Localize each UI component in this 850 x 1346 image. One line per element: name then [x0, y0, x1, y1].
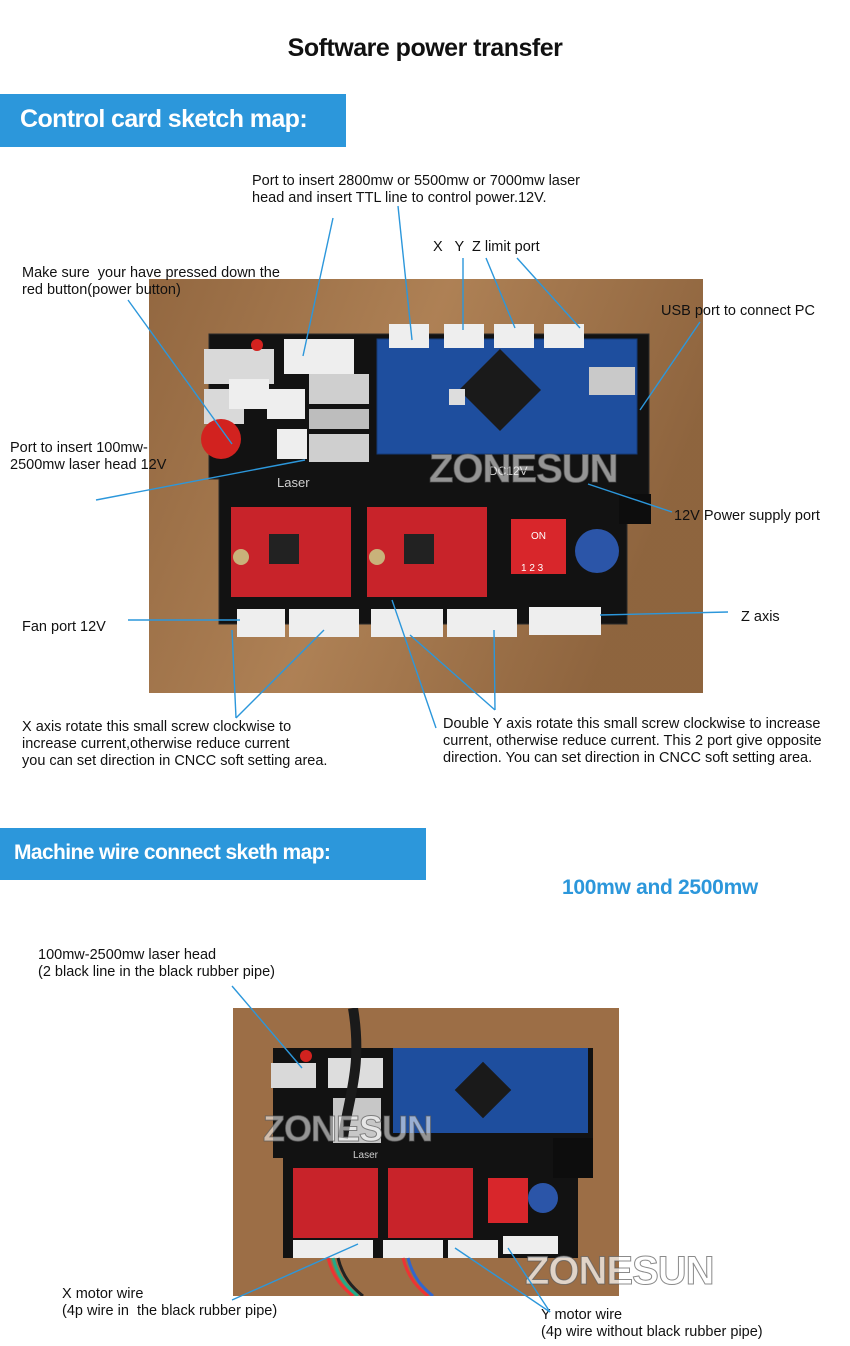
section1-banner: Control card sketch map: [0, 94, 346, 147]
watermark-2: ZONESUN [262, 1108, 433, 1150]
pcb2-laser-label: Laser [353, 1150, 379, 1161]
label-z-axis: Z axis [741, 609, 780, 625]
section2-subtitle: 100mw and 2500mw [562, 876, 758, 899]
label-limit-port: X Y Z limit port [433, 239, 540, 255]
label-laser-port-high: Port to insert 2800mw or 5500mw or 7000m… [252, 173, 581, 206]
dip-numbers-label: 1 2 3 [521, 563, 544, 574]
wiring-photo: Laser ZONESUN [233, 1008, 619, 1296]
label-laser-port-low: Port to insert 100mw- 2500mw laser head … [10, 440, 167, 473]
pcb-laser-label: Laser [277, 475, 310, 490]
label-y-axis: Double Y axis rotate this small screw cl… [443, 716, 822, 766]
label-x-axis: X axis rotate this small screw clockwise… [22, 719, 328, 769]
watermark-3: ZONESUN [525, 1249, 716, 1294]
label-y-motor: Y motor wire (4p wire without black rubb… [541, 1307, 763, 1340]
label-laser-head: 100mw-2500mw laser head (2 black line in… [38, 947, 275, 980]
control-card-photo: Laser DC12V ON 1 2 3 ZONESUN [149, 279, 703, 693]
page-title: Software power transfer [287, 34, 563, 62]
section2-banner: Machine wire connect sketh map: [0, 828, 426, 880]
label-usb-port: USB port to connect PC [661, 303, 815, 319]
label-x-motor: X motor wire (4p wire in the black rubbe… [62, 1286, 278, 1319]
label-power-button: Make sure your have pressed down the red… [22, 265, 280, 298]
label-fan-port: Fan port 12V [22, 619, 106, 635]
pcb-dc-label: DC12V [489, 464, 528, 478]
watermark: ZONESUN [429, 447, 620, 492]
dip-on-label: ON [531, 531, 546, 542]
label-power-supply: 12V Power supply port [674, 508, 820, 524]
